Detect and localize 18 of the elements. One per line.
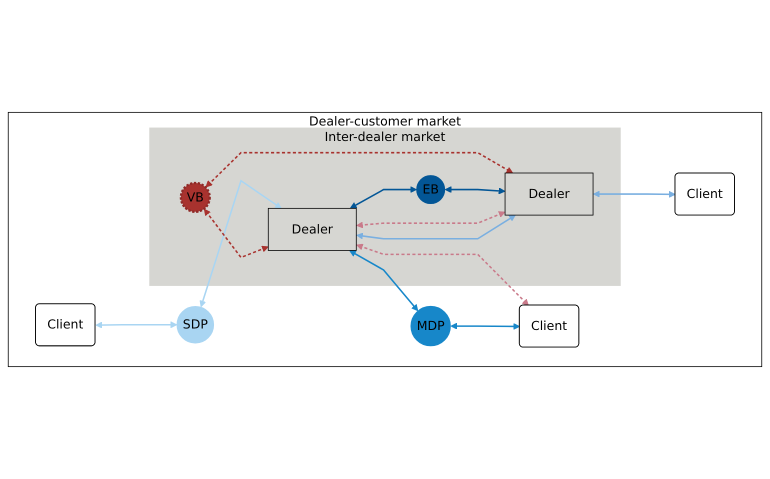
arrow (356, 214, 516, 240)
arrow (350, 186, 417, 208)
node-circle: SDP (176, 306, 214, 344)
node-circle: EB (416, 175, 446, 204)
arrow (204, 208, 269, 258)
node-box: Dealer (504, 172, 594, 216)
arrow (450, 322, 520, 330)
node-box: Dealer (268, 208, 357, 251)
arrow (95, 321, 178, 328)
node-circle: MDP (410, 306, 451, 346)
arrow (444, 186, 506, 194)
arrow (349, 250, 418, 312)
arrow (593, 190, 676, 198)
arrow (200, 180, 282, 308)
node-circle: VB (180, 182, 211, 213)
arrow (206, 152, 514, 188)
arrow (356, 211, 506, 228)
arrow (356, 244, 529, 306)
